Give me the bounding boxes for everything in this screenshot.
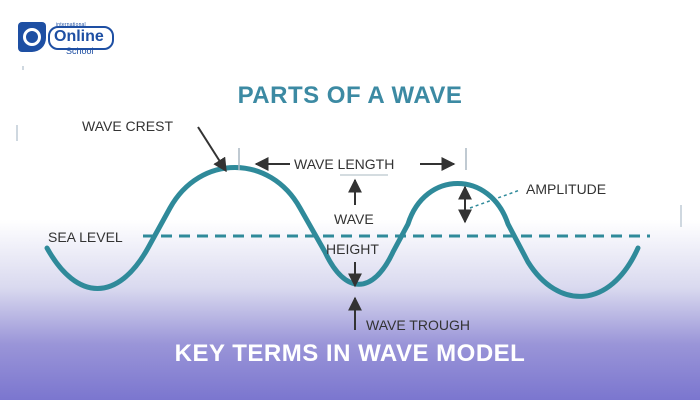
diagram-title: PARTS OF A WAVE: [237, 82, 463, 109]
online-school-logo[interactable]: international Online School: [18, 22, 114, 56]
logo-online-text: Online: [54, 28, 104, 45]
wave-length-label: WAVE LENGTH: [294, 156, 394, 172]
logo-wordmark-box: [48, 26, 114, 50]
wave-height-label-line2: HEIGHT: [326, 241, 379, 257]
wave-trough-label: WAVE TROUGH: [366, 317, 470, 333]
wave-height-label-line1: WAVE: [334, 211, 374, 227]
edge-mark-right: [680, 205, 682, 227]
logo-school-text: School: [66, 46, 94, 56]
edge-mark-left: [16, 125, 18, 141]
key-terms-banner: KEY TERMS IN WAVE MODEL: [174, 340, 526, 367]
amplitude-label: AMPLITUDE: [526, 181, 606, 197]
logo-badge-icon: [18, 22, 46, 52]
amplitude-pointer-line: [469, 189, 521, 209]
sea-level-label: SEA LEVEL: [48, 229, 123, 245]
edge-mark-left-top: [22, 66, 24, 70]
wave-crest-label: WAVE CREST: [82, 118, 173, 134]
wave-crest-pointer-arrow: [197, 126, 227, 173]
logo-o-mark: [23, 28, 41, 46]
logo-small-text: international: [56, 22, 86, 28]
